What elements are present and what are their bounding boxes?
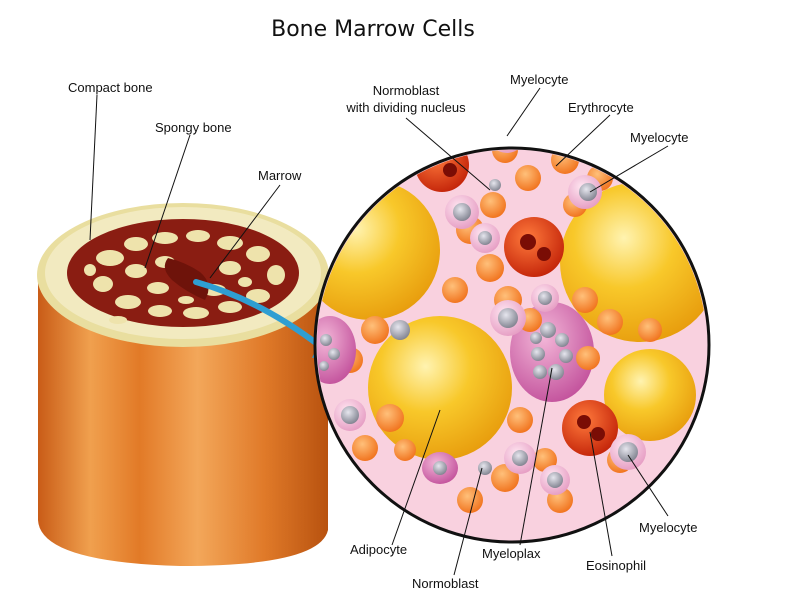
diagram-title: Bone Marrow Cells — [271, 17, 475, 42]
marrow-cavity — [164, 258, 209, 300]
bone-section — [37, 203, 329, 566]
myelocyte-cells — [334, 150, 646, 495]
magnified-view — [313, 146, 711, 544]
label-adipocyte: Adipocyte — [350, 542, 407, 557]
label-eosinophil: Eosinophil — [586, 558, 646, 573]
adipocyte-cell — [604, 349, 696, 441]
label-normoblast: Normoblast — [412, 576, 479, 591]
leader-lines — [89, 87, 669, 576]
label-myelocyte-bottom: Myelocyte — [639, 520, 698, 535]
label-myeloplax: Myeloplax — [482, 546, 541, 561]
label-marrow: Marrow — [258, 168, 302, 183]
label-spongy-bone: Spongy bone — [155, 120, 232, 135]
bone-shaft — [38, 270, 328, 566]
eosinophil-cell — [562, 400, 618, 456]
label-myelocyte-right: Myelocyte — [630, 130, 689, 145]
label-normoblast-dividing-1: Normoblast — [373, 83, 440, 98]
label-erythrocyte: Erythrocyte — [568, 100, 634, 115]
label-normoblast-dividing-2: with dividing nucleus — [345, 100, 466, 115]
label-myelocyte-top: Myelocyte — [510, 72, 569, 87]
label-compact-bone: Compact bone — [68, 80, 153, 95]
adipocyte-cell — [368, 316, 512, 460]
